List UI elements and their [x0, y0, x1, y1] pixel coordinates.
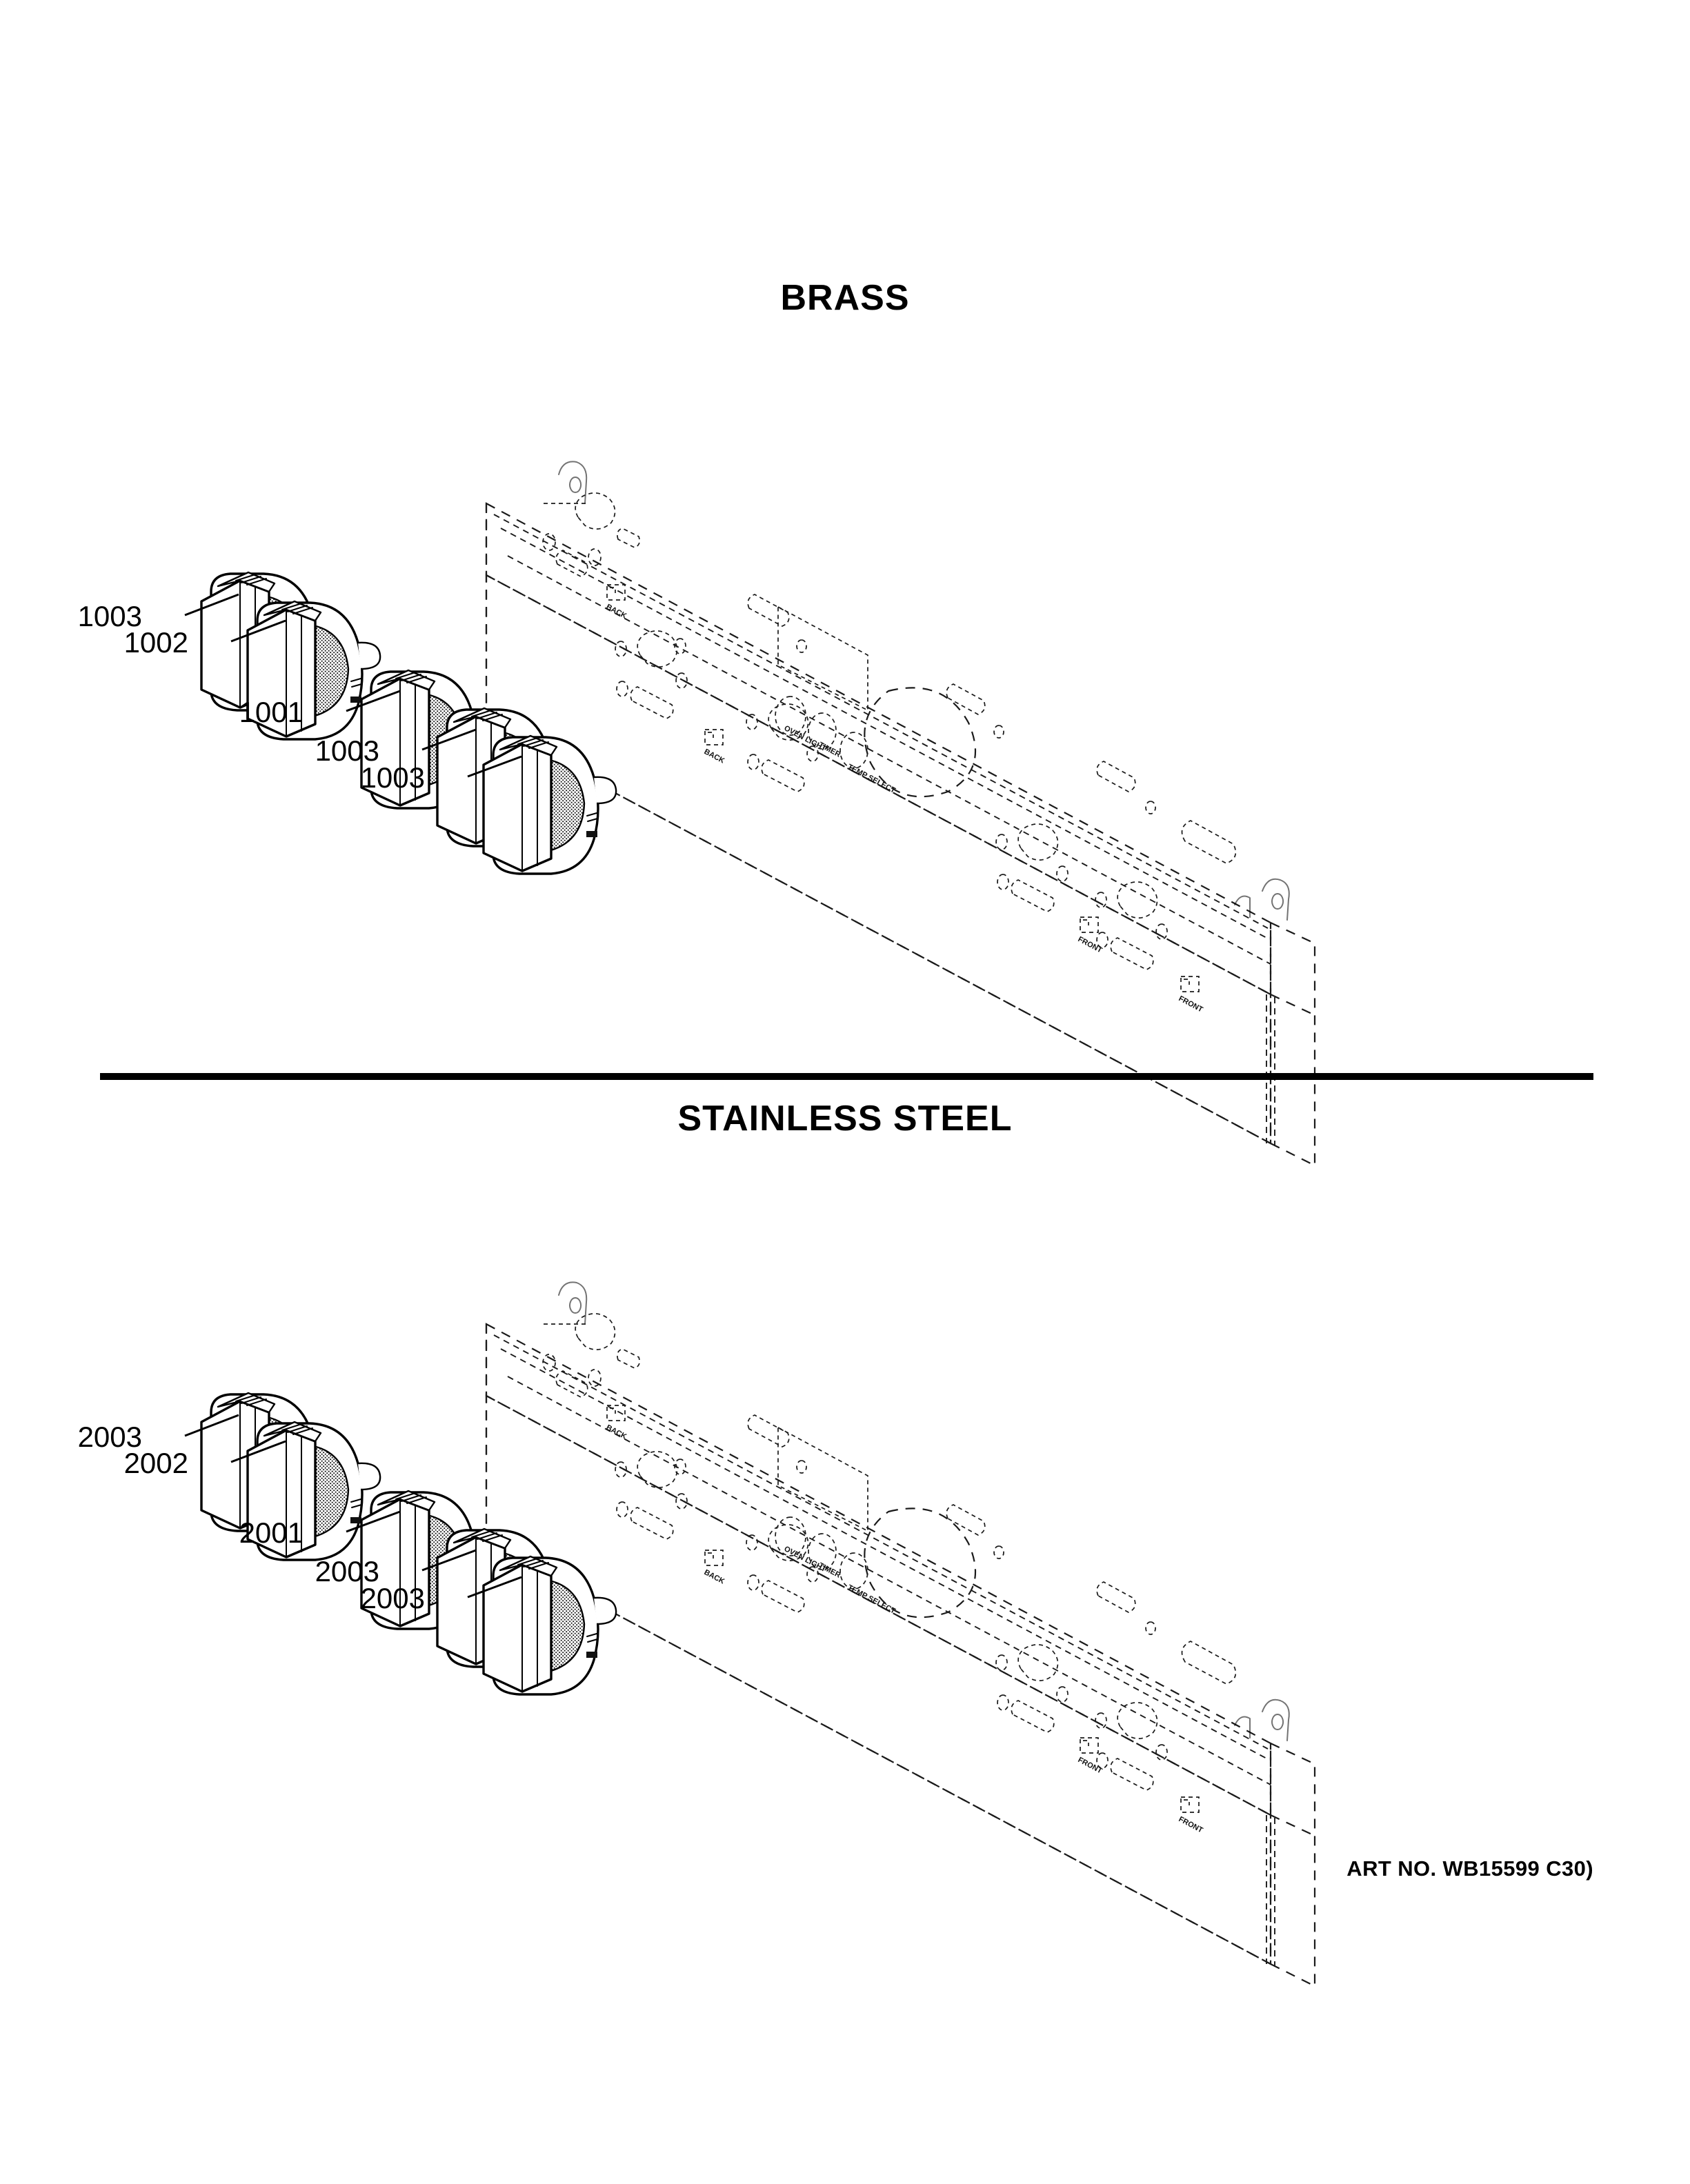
- callout-label: 2003: [315, 1555, 379, 1587]
- panel-marking-back-2: BACK: [703, 748, 726, 765]
- callout-1001: 1001: [239, 690, 401, 728]
- panel-marking-front-2: FRONT: [1177, 994, 1204, 1014]
- section-title-stainless-steel: STAINLESS STEEL: [677, 1099, 1013, 1139]
- panel-marking-back-2: BACK: [703, 1568, 726, 1586]
- control-panel-outline: BACK BACK: [485, 461, 1316, 1167]
- panel-marking-back: BACK: [605, 603, 628, 621]
- callout-label: 2003: [78, 1421, 142, 1453]
- panel-marking-front-2: FRONT: [1177, 1815, 1204, 1835]
- section-title-brass: BRASS: [780, 278, 910, 318]
- callout-2001: 2001: [239, 1510, 401, 1549]
- panel-button-cutouts: [775, 696, 868, 769]
- exploded-view-brass: BACK BACK: [0, 297, 1690, 1167]
- panel-button-cutouts: [775, 1516, 868, 1590]
- button-label-3: TEMP SELECT: [846, 763, 897, 795]
- callout-2002: 2002: [124, 1440, 286, 1479]
- callout-label: 1003: [315, 734, 379, 767]
- callout-1003-b: 1003: [315, 728, 477, 767]
- panel-display-cutout: [777, 1426, 868, 1532]
- panel-marking-front: FRONT: [1077, 1756, 1104, 1776]
- callout-label: 1003: [361, 761, 425, 794]
- section-divider: [100, 1073, 1593, 1080]
- callout-1003-c: 1003: [361, 755, 522, 794]
- callout-label: 1002: [124, 626, 188, 659]
- exploded-view-stainless-steel: BACK BACK: [0, 1117, 1690, 1987]
- callout-1002: 1002: [124, 619, 286, 659]
- panel-display-cutout: [777, 605, 868, 712]
- panel-oval-cutout: [864, 1507, 977, 1619]
- panel-oval-cutout: [864, 687, 977, 798]
- knob-1003-c: [482, 734, 617, 875]
- callout-1003-a: 1003: [78, 593, 239, 632]
- callout-label: 1003: [78, 600, 142, 632]
- callout-2003-c: 2003: [361, 1576, 522, 1614]
- callout-2003-a: 2003: [78, 1414, 239, 1453]
- panel-marking-back: BACK: [605, 1423, 628, 1441]
- callout-2003-b: 2003: [315, 1549, 477, 1587]
- knob-2003-c: [482, 1555, 617, 1696]
- callout-label: 1001: [239, 696, 304, 728]
- panel-marking-front: FRONT: [1077, 935, 1104, 955]
- callout-label: 2001: [239, 1516, 304, 1549]
- callout-label: 2003: [361, 1582, 425, 1614]
- art-number: ART NO. WB15599 C30): [1346, 1856, 1593, 1881]
- button-label-3: TEMP SELECT: [846, 1583, 897, 1616]
- button-label-2: TIMER: [817, 741, 842, 759]
- callout-label: 2002: [124, 1447, 188, 1479]
- button-label-2: TIMER: [817, 1561, 842, 1580]
